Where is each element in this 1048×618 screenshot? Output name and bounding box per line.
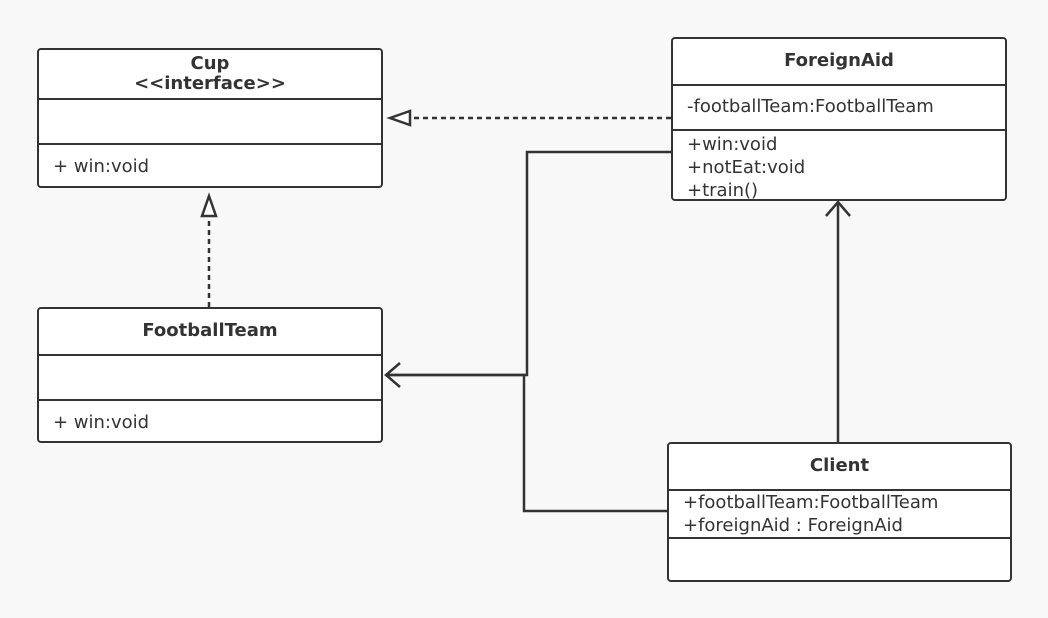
class-football-team-method: + win:void: [53, 412, 150, 433]
class-foreign-aid[interactable]: ForeignAid -footballTeam:FootballTeam +w…: [671, 37, 1007, 201]
class-cup-name: Cup: [190, 53, 230, 74]
class-football-team[interactable]: FootballTeam + win:void: [37, 307, 383, 443]
realization-foreignaid-cup: [386, 109, 671, 127]
class-client[interactable]: Client +footballTeam:FootballTeam +forei…: [667, 442, 1012, 582]
class-cup-stereotype: <<interface>>: [134, 73, 286, 94]
class-cup-attributes: [39, 98, 381, 143]
class-cup[interactable]: Cup <<interface>> + win:void: [37, 48, 383, 188]
class-foreign-aid-attributes: -footballTeam:FootballTeam: [673, 84, 1005, 129]
class-foreign-aid-methods: +win:void +notEat:void +train(): [673, 129, 1005, 202]
class-football-team-header: FootballTeam: [39, 309, 381, 354]
class-foreign-aid-method: +train(): [687, 180, 759, 201]
class-foreign-aid-header: ForeignAid: [673, 39, 1005, 84]
class-foreign-aid-method: +notEat:void: [687, 157, 806, 178]
association-client-footballteam: [384, 362, 667, 513]
class-football-team-attributes: [39, 354, 381, 399]
class-client-name: Client: [809, 455, 870, 476]
class-football-team-methods: + win:void: [39, 399, 381, 434]
class-foreign-aid-method: +win:void: [687, 134, 778, 155]
class-client-attributes: +footballTeam:FootballTeam +foreignAid :…: [669, 489, 1010, 537]
realization-footballteam-cup: [200, 192, 218, 307]
association-client-foreignaid: [825, 200, 851, 442]
class-football-team-name: FootballTeam: [142, 320, 278, 341]
class-client-header: Client: [669, 444, 1010, 489]
association-foreignaid-footballteam: [386, 150, 671, 377]
class-cup-method: + win:void: [53, 156, 150, 177]
class-client-attribute: +footballTeam:FootballTeam: [683, 492, 939, 513]
class-foreign-aid-name: ForeignAid: [784, 50, 894, 71]
class-cup-header: Cup <<interface>>: [39, 50, 381, 98]
class-client-attribute: +foreignAid : ForeignAid: [683, 515, 903, 536]
class-foreign-aid-attribute: -footballTeam:FootballTeam: [687, 96, 934, 117]
class-client-methods: [669, 537, 1010, 579]
class-cup-methods: + win:void: [39, 143, 381, 178]
